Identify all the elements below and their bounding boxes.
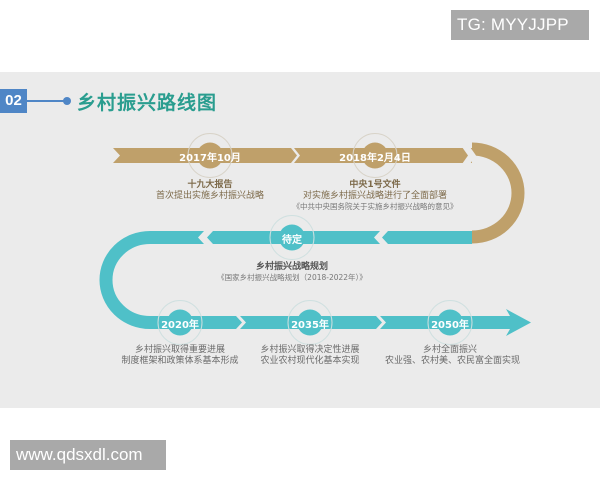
milestone-desc-2035: 乡村振兴取得决定性进展 农业农村现代化基本实现 — [250, 345, 370, 367]
node-2018 — [352, 133, 398, 178]
milestone-date-2050: 2050年 — [431, 320, 469, 331]
page-title: 乡村振兴路线图 — [77, 92, 218, 114]
node-2035 — [287, 300, 333, 345]
desc-line: 农业强、农村美、农民富全面实现 — [385, 356, 521, 366]
milestone-desc-pending: 乡村振兴战略规划 《国家乡村振兴战略规划（2018-2022年）》 — [202, 262, 382, 283]
desc-line: 中央1号文件 — [349, 180, 401, 190]
milestone-date-2035: 2035年 — [291, 320, 329, 331]
node-2050 — [427, 300, 473, 345]
desc-line: 乡村振兴战略规划 — [255, 262, 328, 272]
desc-line: 制度框架和政策体系基本形成 — [121, 356, 239, 366]
section-number-badge: 02 — [0, 89, 27, 113]
desc-line: 乡村全面振兴 — [422, 345, 477, 355]
desc-line: 首次提出实施乡村振兴战略 — [155, 191, 264, 201]
teal-middle-band — [99, 231, 472, 329]
watermark-url: www.qdsxdl.com — [10, 440, 166, 470]
milestone-desc-2050: 乡村全面振兴 农业强、农村美、农民富全面实现 — [385, 345, 521, 367]
milestone-date-pending: 待定 — [282, 235, 302, 246]
node-2017 — [187, 133, 233, 178]
node-2020 — [157, 300, 203, 345]
watermark-telegram: TG: MYYJJPP — [451, 10, 589, 40]
badge-connector-dot — [63, 97, 71, 105]
desc-line: 《中共中央国务院关于实施乡村振兴战略的意见》 — [292, 202, 458, 211]
desc-line: 十九大报告 — [187, 180, 233, 190]
desc-line: 乡村振兴取得决定性进展 — [260, 345, 360, 355]
desc-line: 《国家乡村振兴战略规划（2018-2022年）》 — [217, 273, 367, 282]
milestone-date-2017: 2017年10月 — [179, 153, 241, 164]
milestone-date-2018: 2018年2月4日 — [339, 153, 411, 164]
node-pending — [269, 215, 315, 260]
desc-line: 乡村振兴取得重要进展 — [134, 345, 225, 355]
milestone-desc-2017: 十九大报告 首次提出实施乡村振兴战略 — [140, 180, 280, 202]
milestone-date-2020: 2020年 — [161, 320, 199, 331]
milestone-desc-2020: 乡村振兴取得重要进展 制度框架和政策体系基本形成 — [120, 345, 240, 367]
desc-line: 农业农村现代化基本实现 — [260, 356, 360, 366]
desc-line: 对实施乡村振兴战略进行了全面部署 — [302, 191, 447, 201]
milestone-desc-2018: 中央1号文件 对实施乡村振兴战略进行了全面部署 《中共中央国务院关于实施乡村振兴… — [285, 180, 465, 212]
badge-connector-line — [27, 100, 65, 102]
